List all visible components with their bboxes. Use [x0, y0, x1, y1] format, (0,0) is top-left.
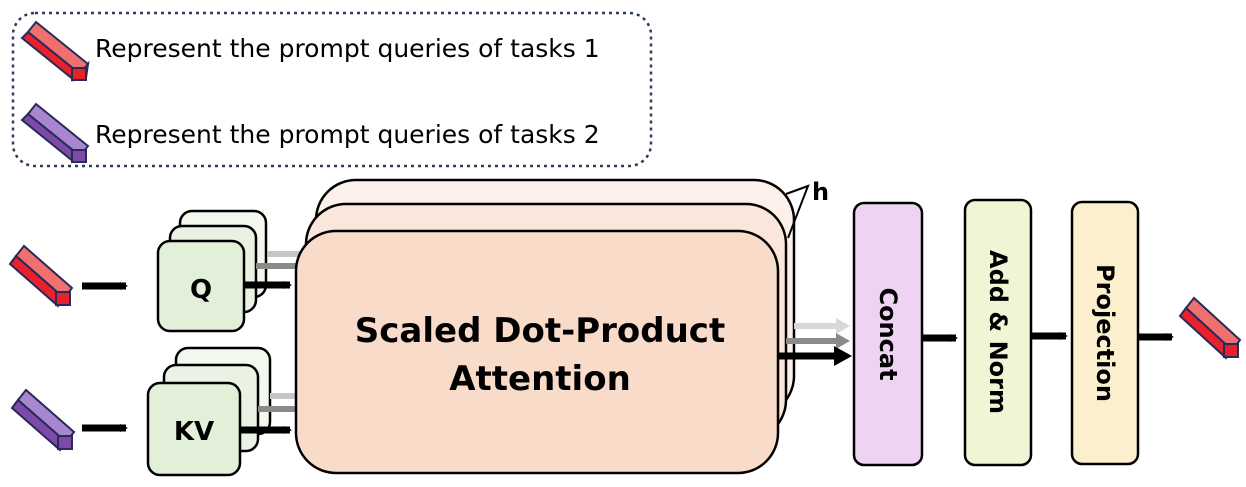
- input-task1-bar-icon: [8, 244, 74, 308]
- attention-stack: Scaled Dot-Product Attention: [294, 178, 796, 475]
- legend-border: [11, 11, 653, 168]
- heads-label: h: [812, 178, 829, 206]
- kv-label: KV: [174, 417, 214, 447]
- attention-label-line2: Attention: [449, 359, 631, 399]
- concat-box: [852, 201, 924, 467]
- concat-label: Concat: [874, 287, 902, 380]
- kv-stack: KV: [146, 346, 272, 477]
- attention-to-concat-arrows: [778, 318, 852, 366]
- heads-bracket: [785, 184, 810, 239]
- output-task1-bar-icon: [1178, 296, 1242, 360]
- legend-label-task2: Represent the prompt queries of tasks 2: [95, 120, 600, 149]
- projection-label: Projection: [1091, 264, 1119, 402]
- q-to-attention-arrows: [244, 251, 300, 289]
- addnorm-block: Add & Norm: [963, 198, 1033, 467]
- red-prompt-query-bar-icon: [20, 20, 90, 82]
- input-task2-bar-icon: [10, 388, 76, 452]
- purple-prompt-query-bar-icon: [20, 102, 90, 164]
- projection-block: Projection: [1070, 200, 1140, 466]
- attention-box: [294, 229, 780, 475]
- addnorm-label: Add & Norm: [984, 250, 1012, 414]
- projection-box: [1070, 200, 1140, 466]
- q-label: Q: [190, 275, 212, 305]
- concat-block: Concat: [852, 201, 924, 467]
- legend: Represent the prompt queries of tasks 1 …: [11, 11, 653, 168]
- q-stack: Q: [156, 209, 268, 333]
- legend-label-task1: Represent the prompt queries of tasks 1: [95, 34, 600, 63]
- attention-label-line1: Scaled Dot-Product: [355, 311, 725, 351]
